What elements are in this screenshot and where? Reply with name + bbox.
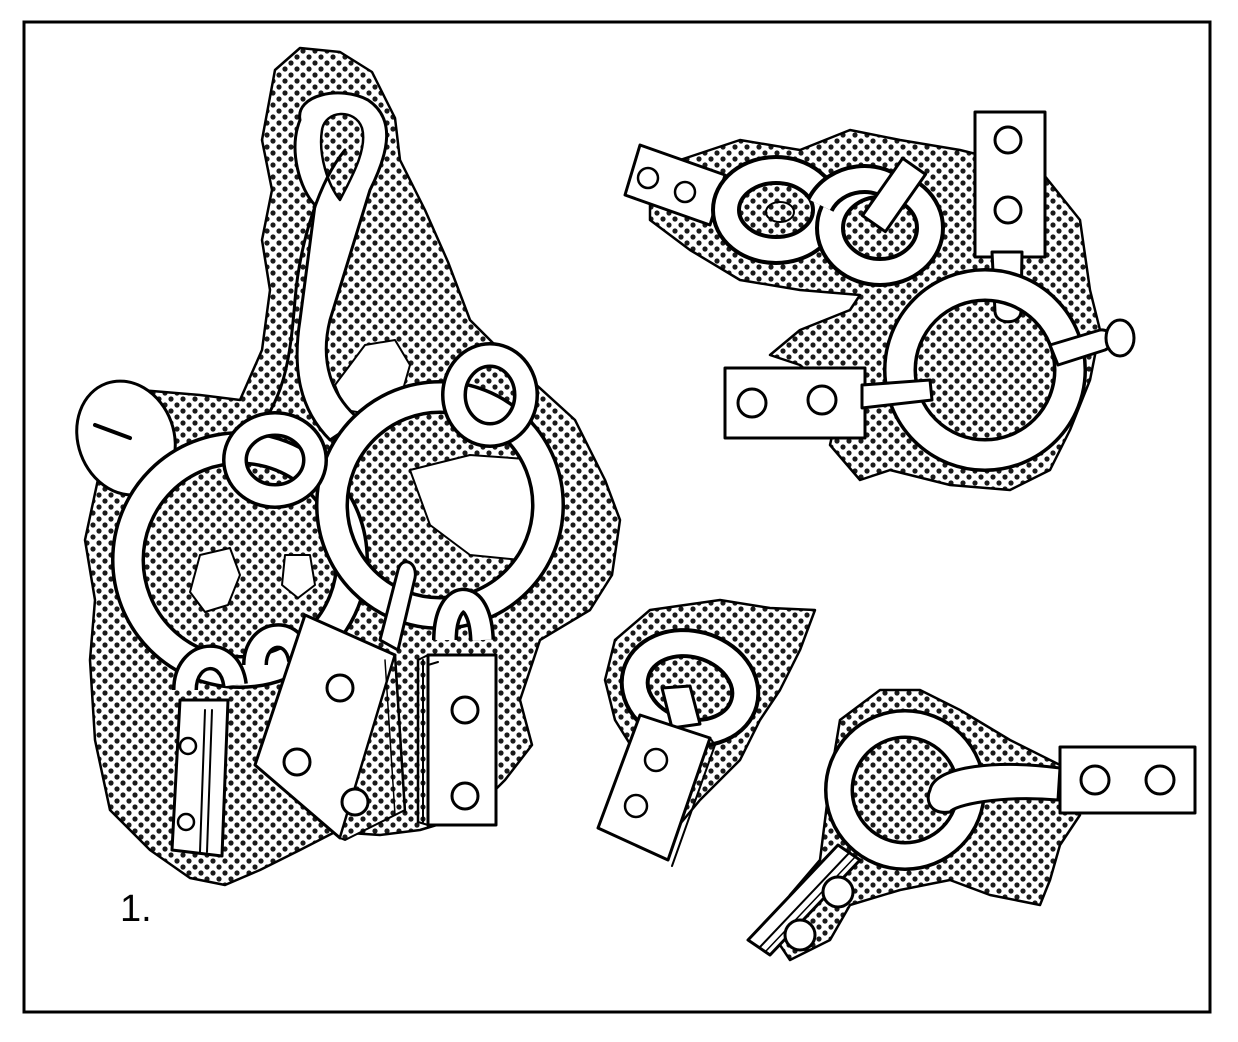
rivet bbox=[673, 180, 697, 204]
disc-pin bbox=[93, 423, 132, 440]
riveted-strap bbox=[170, 698, 230, 858]
rivet bbox=[450, 695, 480, 725]
rivet bbox=[176, 812, 196, 832]
artifact-ring-strap-key bbox=[746, 688, 1197, 962]
rivet bbox=[993, 125, 1023, 155]
rivet bbox=[806, 384, 838, 416]
riveted-strap bbox=[253, 560, 417, 841]
rivet bbox=[623, 793, 649, 819]
rivet bbox=[736, 387, 768, 419]
riveted-strap bbox=[596, 713, 712, 862]
elongated-link-inner bbox=[319, 112, 365, 202]
rivet bbox=[636, 166, 660, 190]
riveted-strap bbox=[416, 653, 498, 827]
rivet bbox=[783, 918, 817, 952]
riveted-strap bbox=[623, 143, 727, 227]
corrosion-hole bbox=[189, 547, 241, 613]
rivet bbox=[1144, 764, 1176, 796]
rivet bbox=[450, 781, 480, 811]
rivet bbox=[325, 673, 355, 703]
rivet bbox=[821, 875, 855, 909]
rivet bbox=[643, 747, 669, 773]
artifact-two-rings-strap bbox=[623, 110, 1136, 492]
rivet bbox=[1079, 764, 1111, 796]
plate-border bbox=[22, 20, 1212, 1014]
rivet bbox=[340, 787, 370, 817]
artifact-group-large bbox=[75, 46, 622, 887]
figure-label: 1. bbox=[120, 888, 152, 930]
link-bar bbox=[860, 156, 928, 234]
link-strand bbox=[248, 148, 347, 442]
artifact-small-ring-strap bbox=[596, 598, 817, 867]
corrosion-hole bbox=[281, 554, 316, 599]
shackle bbox=[926, 763, 1062, 814]
rivet bbox=[282, 747, 312, 777]
rivet bbox=[178, 736, 198, 756]
rivet bbox=[993, 195, 1023, 225]
